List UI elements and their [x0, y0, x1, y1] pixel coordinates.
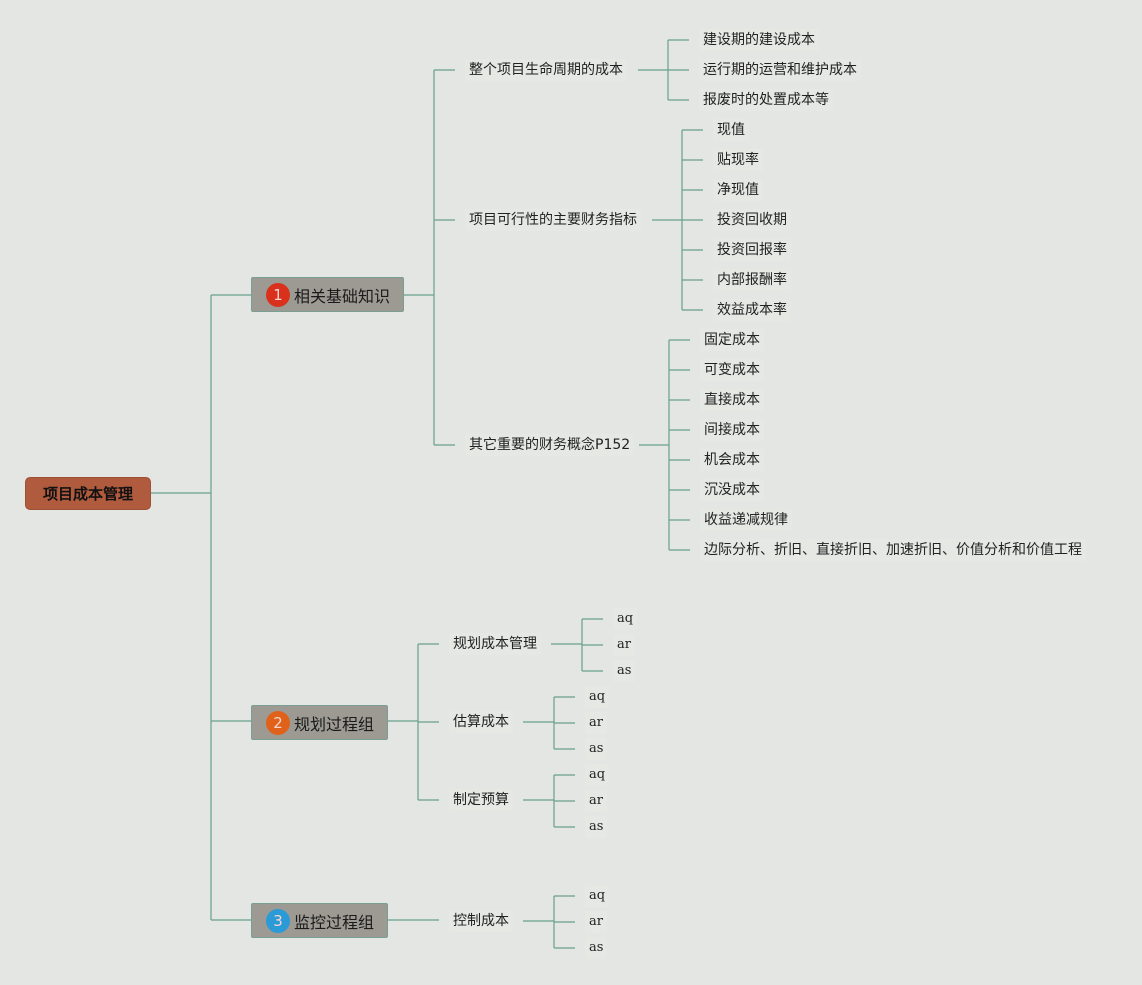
list-item[interactable]: ar: [585, 712, 607, 734]
list-item[interactable]: 投资回收期: [713, 209, 791, 231]
root-label: 项目成本管理: [42, 485, 133, 503]
branch-label: 规划过程组: [294, 714, 375, 734]
list-item[interactable]: 现值: [713, 119, 749, 141]
list-item[interactable]: 运行期的运营和维护成本: [699, 59, 861, 81]
list-item[interactable]: 效益成本率: [713, 299, 791, 321]
topic-lifecycle-cost[interactable]: 整个项目生命周期的成本: [465, 59, 627, 81]
list-item[interactable]: 收益递减规律: [700, 509, 792, 531]
list-item[interactable]: as: [585, 816, 608, 838]
list-item[interactable]: 可变成本: [700, 359, 764, 381]
number-3-icon: 3: [266, 908, 290, 933]
topic-control-cost[interactable]: 控制成本: [449, 910, 513, 932]
list-item[interactable]: 机会成本: [700, 449, 764, 471]
list-item[interactable]: aq: [585, 686, 610, 708]
list-item[interactable]: ar: [585, 790, 607, 812]
list-item[interactable]: 边际分析、折旧、直接折旧、加速折旧、价值分析和价值工程: [700, 539, 1086, 561]
list-item[interactable]: as: [613, 660, 636, 682]
list-item[interactable]: aq: [613, 608, 638, 630]
number-2-icon: 2: [266, 710, 290, 735]
list-item[interactable]: 建设期的建设成本: [699, 29, 819, 51]
list-item[interactable]: 直接成本: [700, 389, 764, 411]
topic-financial-indicators[interactable]: 项目可行性的主要财务指标: [465, 209, 641, 231]
branch-monitoring-process[interactable]: 3 监控过程组: [251, 903, 388, 938]
topic-estimate-cost[interactable]: 估算成本: [449, 711, 513, 733]
branch-label: 相关基础知识: [294, 286, 391, 306]
list-item[interactable]: ar: [585, 911, 607, 933]
branch-basic-knowledge[interactable]: 1 相关基础知识: [251, 277, 404, 312]
list-item[interactable]: 投资回报率: [713, 239, 791, 261]
list-item[interactable]: as: [585, 738, 608, 760]
list-item[interactable]: aq: [585, 764, 610, 786]
branch-planning-process[interactable]: 2 规划过程组: [251, 705, 388, 740]
list-item[interactable]: 贴现率: [713, 149, 763, 171]
list-item[interactable]: 固定成本: [700, 329, 764, 351]
topic-plan-cost-management[interactable]: 规划成本管理: [449, 633, 541, 655]
branch-label: 监控过程组: [294, 912, 375, 932]
topic-determine-budget[interactable]: 制定预算: [449, 789, 513, 811]
topic-financial-concepts[interactable]: 其它重要的财务概念P152: [465, 434, 635, 456]
list-item[interactable]: 净现值: [713, 179, 763, 201]
list-item[interactable]: 报废时的处置成本等: [699, 89, 833, 111]
list-item[interactable]: 内部报酬率: [713, 269, 791, 291]
list-item[interactable]: 沉没成本: [700, 479, 764, 501]
list-item[interactable]: as: [585, 937, 608, 959]
root-node[interactable]: 项目成本管理: [25, 477, 151, 510]
list-item[interactable]: ar: [613, 634, 635, 656]
list-item[interactable]: aq: [585, 885, 610, 907]
list-item[interactable]: 间接成本: [700, 419, 764, 441]
number-1-icon: 1: [266, 282, 290, 307]
